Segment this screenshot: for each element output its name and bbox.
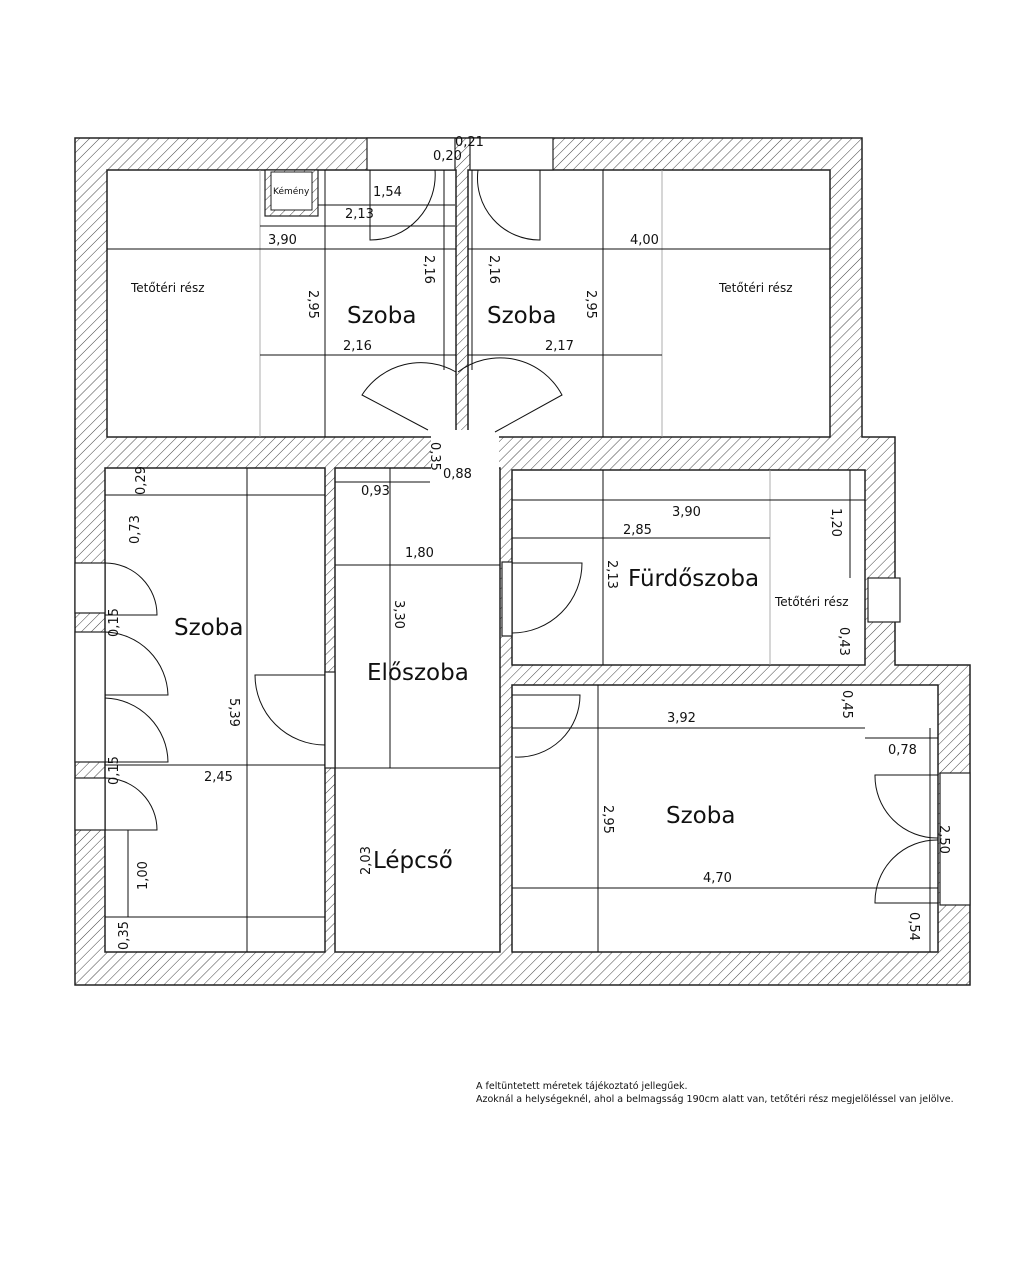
dim-label: 2,95: [600, 805, 615, 834]
room-label-top-right: Szoba: [487, 303, 556, 329]
room-bathroom: [511, 469, 866, 666]
dim-label: 2,95: [305, 290, 320, 319]
dim-label: 3,90: [268, 233, 297, 248]
chimney-label: Kémény: [273, 186, 310, 197]
disclaimer-note: A feltüntetett méretek tájékoztató jelle…: [476, 1080, 954, 1106]
room-label-stairs: Lépcső: [373, 848, 453, 874]
dim-label: 0,43: [836, 627, 851, 656]
dim-label: 1,80: [405, 546, 434, 561]
dim-label: 0,78: [888, 743, 917, 758]
attic-label: Tetőtéri rész: [774, 595, 849, 609]
dim-label: 3,90: [672, 505, 701, 520]
room-label-top-left: Szoba: [347, 303, 416, 329]
dim-label: 2,85: [623, 523, 652, 538]
dim-label: 2,45: [204, 770, 233, 785]
dim-label: 0,20: [433, 149, 462, 164]
dim-label: 1,54: [373, 185, 402, 200]
dim-label: 2,13: [345, 207, 374, 222]
room-top-right: [467, 169, 831, 438]
dim-label: 2,13: [604, 560, 619, 589]
dim-label: 0,35: [117, 921, 132, 950]
dim-label: 0,88: [443, 467, 472, 482]
dim-label: 3,92: [667, 711, 696, 726]
dim-label: 2,17: [545, 339, 574, 354]
room-label-hall: Előszoba: [367, 660, 469, 686]
dim-label: 2,16: [343, 339, 372, 354]
doors: [104, 169, 939, 904]
room-labels: Szoba Szoba Szoba Előszoba Lépcső Fürdős…: [130, 186, 849, 874]
dim-label: 2,16: [486, 255, 501, 284]
dim-label: 0,45: [839, 690, 854, 719]
dim-label: 2,16: [421, 255, 436, 284]
dim-label: 0,15: [107, 756, 122, 785]
dim-label: 0,15: [107, 608, 122, 637]
room-label-bottom-right: Szoba: [666, 803, 735, 829]
note-line-2: Azoknál a helységeknél, ahol a belmagssá…: [476, 1094, 954, 1105]
dim-label: 5,39: [226, 698, 241, 727]
dim-label: 3,30: [391, 600, 406, 629]
dim-label: 4,00: [630, 233, 659, 248]
dim-label: 0,29: [134, 466, 149, 495]
dim-label: 2,03: [359, 846, 374, 875]
dim-label: 0,93: [361, 484, 390, 499]
dimension-lines: [105, 170, 938, 952]
attic-label: Tetőtéri rész: [130, 281, 205, 295]
room-label-left: Szoba: [174, 615, 243, 641]
dim-label: 1,00: [136, 861, 151, 890]
dim-label: 4,70: [703, 871, 732, 886]
dim-label: 2,95: [583, 290, 598, 319]
dimension-labels: 0,21 0,20 1,54 2,13 3,90 4,00 2,16 2,16 …: [107, 135, 951, 950]
dim-label: 0,73: [128, 515, 143, 544]
note-line-1: A feltüntetett méretek tájékoztató jelle…: [476, 1081, 688, 1092]
rooms: [104, 169, 939, 953]
room-hall: [334, 467, 501, 953]
dim-label: 0,21: [455, 135, 484, 150]
attic-label: Tetőtéri rész: [718, 281, 793, 295]
windows: [74, 137, 971, 906]
dim-label: 0,35: [427, 442, 442, 471]
dim-label: 1,20: [828, 508, 843, 537]
dim-label: 2,50: [936, 825, 951, 854]
dim-label: 0,54: [906, 912, 921, 941]
room-label-bathroom: Fürdőszoba: [628, 566, 759, 592]
room-bottom-right: [511, 684, 939, 953]
